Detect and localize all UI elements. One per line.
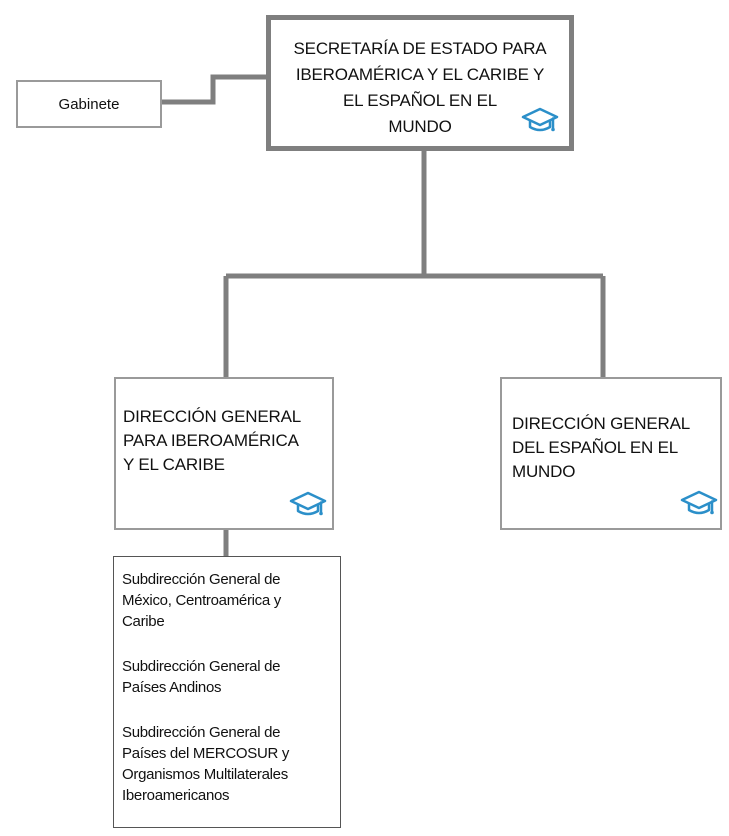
node-dg-iberoamerica-label: DIRECCIÓN GENERAL PARA IBEROAMÉRICA Y EL… <box>123 407 301 474</box>
node-dg-espanol-en-el-mundo: DIRECCIÓN GENERAL DEL ESPAÑOL EN EL MUND… <box>500 377 722 530</box>
node-dg-iberoamerica: DIRECCIÓN GENERAL PARA IBEROAMÉRICA Y EL… <box>114 377 334 530</box>
node-gabinete-label: Gabinete <box>58 96 120 113</box>
node-subdirecciones-list: Subdirección General de México, Centroam… <box>113 556 341 828</box>
node-secretaria-de-estado: SECRETARÍA DE ESTADO PARA IBEROAMÉRICA Y… <box>266 15 574 151</box>
graduation-cap-icon <box>679 489 719 519</box>
subdireccion-paises-andinos: Subdirección General de Países Andinos <box>122 658 281 696</box>
graduation-cap-icon <box>520 106 560 136</box>
subdireccion-mexico-centroamerica-caribe: Subdirección General de México, Centroam… <box>122 571 281 630</box>
node-dg-espanol-label: DIRECCIÓN GENERAL DEL ESPAÑOL EN EL MUND… <box>512 414 690 481</box>
graduation-cap-icon <box>288 490 328 520</box>
connector-gabinete <box>162 74 266 105</box>
node-gabinete: Gabinete <box>16 80 162 128</box>
node-secretaria-label: SECRETARÍA DE ESTADO PARA IBEROAMÉRICA Y… <box>293 39 547 136</box>
subdireccion-mercosur-organismos: Subdirección General de Países del MERCO… <box>122 724 290 804</box>
